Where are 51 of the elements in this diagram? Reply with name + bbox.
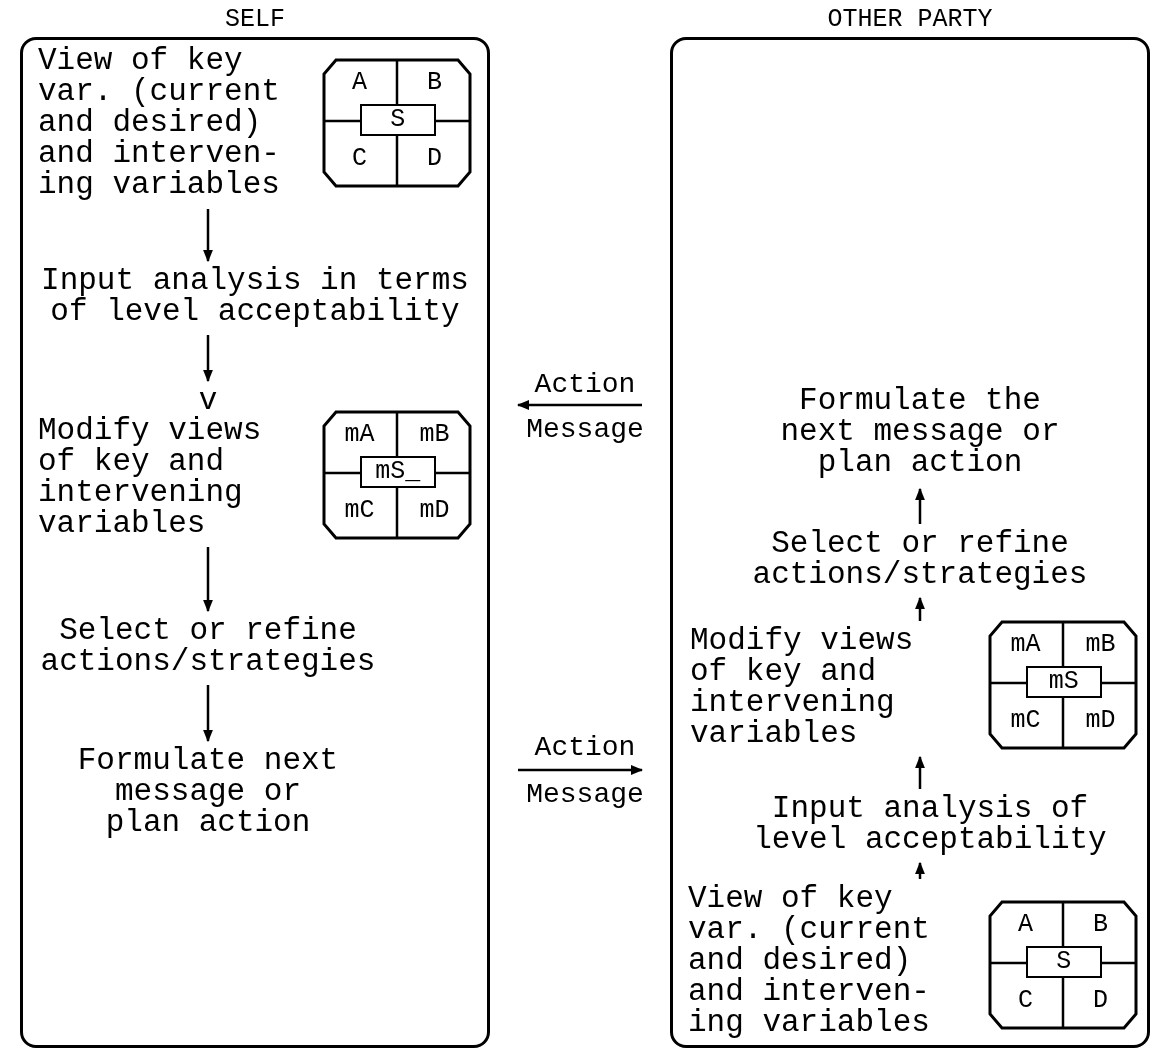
arrow <box>203 335 213 383</box>
arrow <box>915 861 925 879</box>
quadrant-label: D <box>1092 984 1109 1017</box>
center-box: mS <box>1025 665 1102 698</box>
step-text: v <box>198 385 218 411</box>
step-text: Modify views of key and intervening variables <box>38 415 293 543</box>
step-text: Select or refine actions/strategies <box>28 615 388 681</box>
step-text: Formulate next message or plan action <box>73 745 343 845</box>
quadrant-label: mB <box>418 419 451 452</box>
quadrant-label: B <box>426 67 443 100</box>
quadrant-label: D <box>426 142 443 175</box>
quadrant-diagram <box>988 620 1138 750</box>
quadrant-label: mC <box>343 494 376 527</box>
arrow-label: Message <box>525 415 645 445</box>
step-text: Input analysis in terms of level acceptability <box>22 265 488 331</box>
step-text: Select or refine actions/strategies <box>740 528 1100 594</box>
quadrant-diagram <box>322 410 472 540</box>
quadrant-label: mC <box>1009 704 1042 737</box>
quadrant-diagram <box>322 58 472 188</box>
quadrant-label: mD <box>418 494 451 527</box>
step-text: Input analysis of level acceptability <box>720 793 1140 859</box>
arrow-label: Message <box>525 780 645 810</box>
arrow <box>915 487 925 524</box>
arrow <box>518 765 644 775</box>
quadrant-label: A <box>351 67 368 100</box>
quadrant-label: mA <box>343 419 376 452</box>
quadrant-label: mA <box>1009 629 1042 662</box>
center-box: S <box>359 103 436 136</box>
quadrant-label: A <box>1017 909 1034 942</box>
quadrant-label: mB <box>1084 629 1117 662</box>
panel-heading: SELF <box>224 5 286 35</box>
arrow <box>915 755 925 789</box>
step-text: View of key var. (current and desired) and interven- ing variables <box>38 45 318 205</box>
arrow-label: Action <box>533 733 637 763</box>
step-text: Formulate the next message or plan action <box>770 385 1070 485</box>
quadrant-diagram <box>988 900 1138 1030</box>
arrow <box>516 400 642 410</box>
step-text: View of key var. (current and desired) and interven- ing variables <box>688 883 968 1043</box>
step-text: Modify views of key and intervening variables <box>690 625 945 753</box>
arrow <box>203 209 213 263</box>
quadrant-label: B <box>1092 909 1109 942</box>
panel-heading: OTHER PARTY <box>826 5 994 35</box>
quadrant-label: C <box>351 142 368 175</box>
center-box: S <box>1025 945 1102 978</box>
quadrant-label: mD <box>1084 704 1117 737</box>
arrow <box>915 596 925 621</box>
center-box: mS_ <box>359 455 436 488</box>
arrow <box>203 685 213 743</box>
arrow-label: Action <box>533 370 637 400</box>
arrow <box>203 547 213 613</box>
quadrant-label: C <box>1017 984 1034 1017</box>
